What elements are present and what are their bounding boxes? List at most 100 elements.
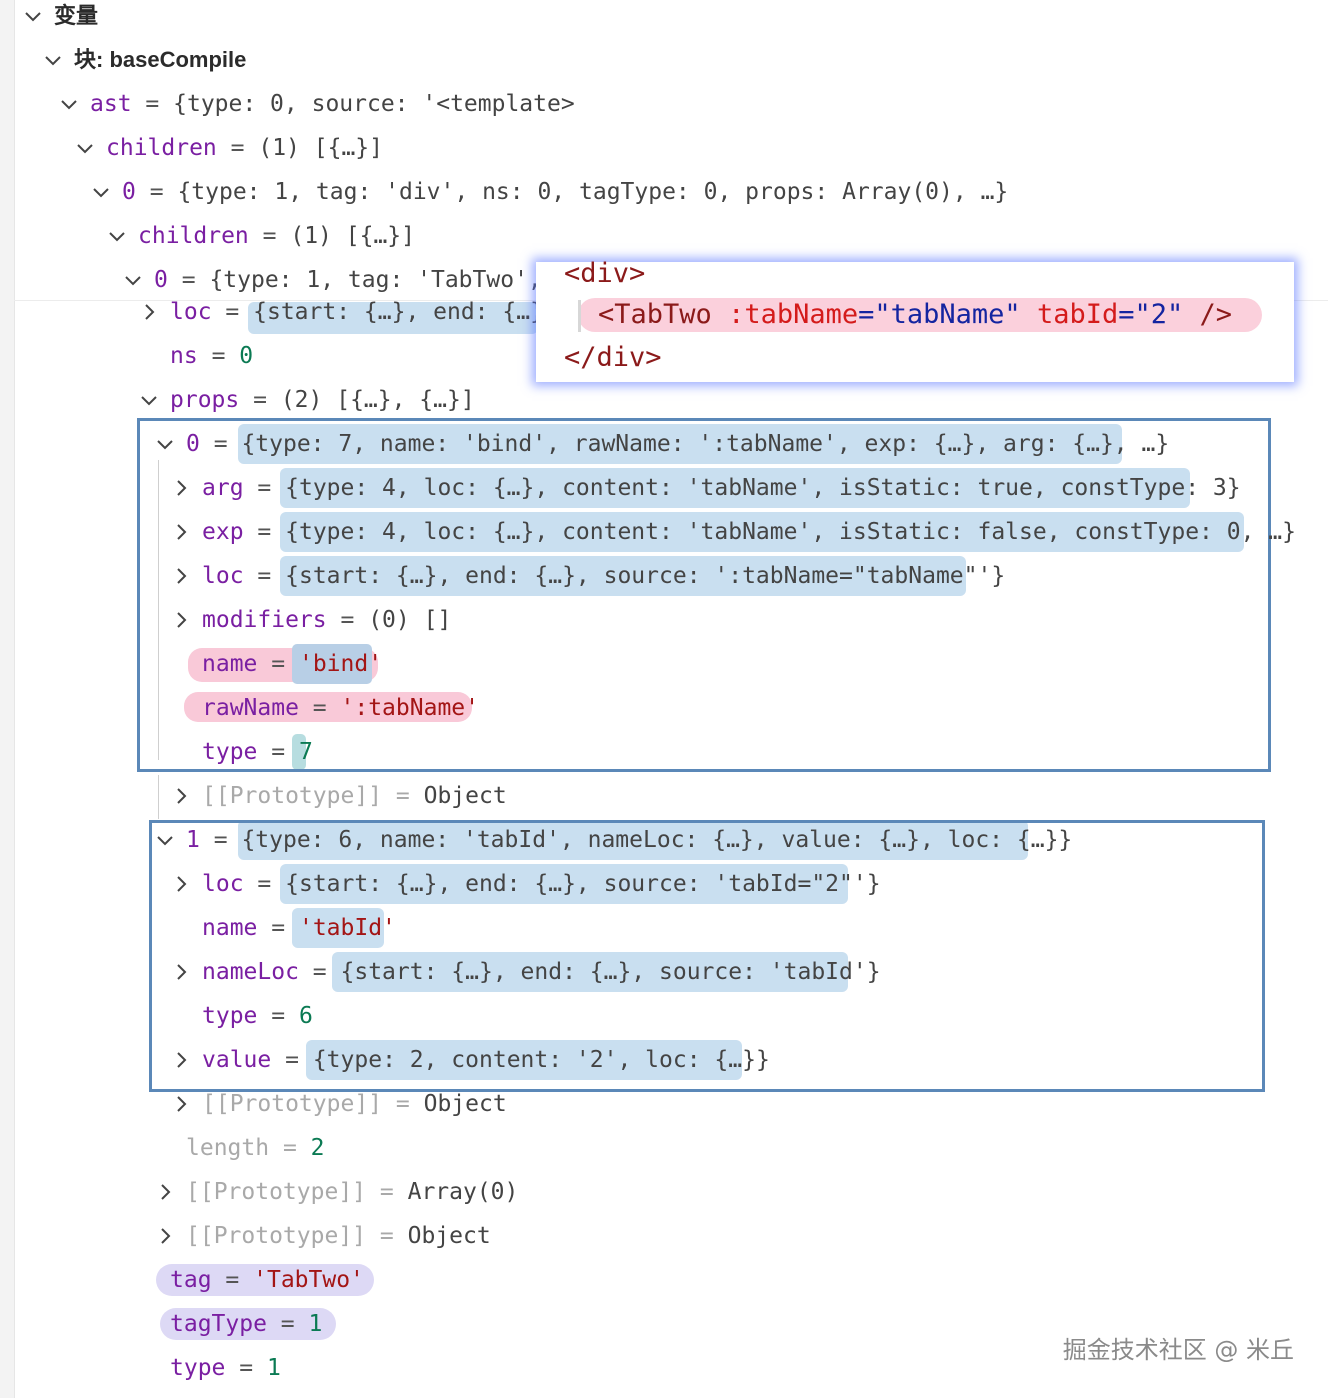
var-key: name xyxy=(202,651,258,677)
var-key: type xyxy=(202,1003,258,1029)
snippet-attr-value: "tabName" xyxy=(874,299,1021,330)
chevron-right-icon xyxy=(161,1184,171,1200)
snippet-attr-name: tabId xyxy=(1036,299,1119,330)
var-value: (1) [{…}] xyxy=(258,135,383,161)
var-key: tagType xyxy=(170,1311,267,1337)
chevron-right-icon xyxy=(177,480,187,496)
var-key: loc xyxy=(202,563,244,589)
var-value: {start: {…}, end: {…}, source: 'tabId'} xyxy=(340,959,881,985)
highlight xyxy=(280,864,848,904)
highlight xyxy=(332,952,848,992)
chevron-down-icon xyxy=(157,836,173,846)
panel-gutter xyxy=(0,0,15,1398)
var-value: {type: 1, tag: 'div', ns: 0, tagType: 0,… xyxy=(177,179,1009,205)
snippet-line-highlight xyxy=(578,298,1262,332)
var-value: {start: {…}, end: {…}, xyxy=(253,299,558,325)
var-value: 6 xyxy=(298,1003,313,1029)
var-key: exp xyxy=(202,519,244,545)
var-key: [[Prototype]] xyxy=(186,1223,367,1249)
var-key: 0 xyxy=(122,179,136,205)
highlight xyxy=(306,1040,742,1080)
chevron-right-icon xyxy=(145,304,155,320)
highlight xyxy=(292,908,384,948)
highlight xyxy=(160,1308,336,1340)
chevron-right-icon xyxy=(161,1228,171,1244)
chevron-right-icon xyxy=(177,876,187,892)
chevron-right-icon xyxy=(177,788,187,804)
highlight-box-prop0 xyxy=(137,418,1271,772)
snippet-attr-value: "2" xyxy=(1134,299,1184,330)
var-key: type xyxy=(202,739,258,765)
var-value: (0) [] xyxy=(368,607,452,633)
highlight xyxy=(292,644,372,684)
var-key: type xyxy=(170,1355,226,1381)
var-value: 1 xyxy=(266,1355,281,1381)
highlight-box-prop1 xyxy=(149,820,1265,1092)
highlight xyxy=(280,468,1190,508)
var-key: children xyxy=(106,135,217,161)
var-key: props xyxy=(170,387,240,413)
chevron-right-icon xyxy=(177,1096,187,1112)
var-value: Object xyxy=(423,783,507,809)
snippet-component-tag: <TabTwo xyxy=(598,299,712,330)
highlight xyxy=(156,1264,374,1296)
var-key: 1 xyxy=(186,827,200,853)
var-key: rawName xyxy=(202,695,299,721)
var-key: [[Prototype]] xyxy=(202,1091,383,1117)
watermark: 掘金技术社区 @ 米丘 xyxy=(1062,1336,1294,1364)
chevron-down-icon xyxy=(93,188,109,198)
snippet-attr-name: :tabName xyxy=(728,299,859,330)
var-value: {type: 6, name: 'tabId', nameLoc: {…}, v… xyxy=(241,827,1073,853)
var-value: 0 xyxy=(239,343,254,369)
var-key: ast xyxy=(90,91,132,117)
var-value: 1 xyxy=(308,1311,323,1337)
var-value: Object xyxy=(423,1091,507,1117)
highlight xyxy=(280,556,966,596)
snippet-component-line: <TabTwo :tabName="tabName" tabId="2" /> xyxy=(598,299,1232,330)
snippet-close-tag: </div> xyxy=(564,342,662,373)
var-value: 'tabId' xyxy=(298,915,396,941)
var-key: loc xyxy=(202,871,244,897)
chevron-right-icon xyxy=(177,568,187,584)
chevron-right-icon xyxy=(177,612,187,628)
highlight xyxy=(238,424,1122,464)
snippet-attr-eq: = xyxy=(858,299,875,330)
chevron-down-icon xyxy=(141,396,157,406)
chevron-down-icon xyxy=(25,12,41,22)
snippet-open-tag: <div> xyxy=(564,258,646,289)
var-value: {type: 7, name: 'bind', rawName: ':tabNa… xyxy=(241,431,1170,457)
var-value: {start: {…}, end: {…}, source: 'tabId="2… xyxy=(285,871,881,897)
var-key: 0 xyxy=(186,431,200,457)
var-key: value xyxy=(202,1047,272,1073)
chevron-down-icon xyxy=(109,232,125,242)
indent-guide xyxy=(158,460,159,760)
var-value: {type: 1, tag: 'TabTwo', xyxy=(209,267,542,293)
var-value: (1) [{…}] xyxy=(290,223,415,249)
var-key: ns xyxy=(170,343,198,369)
var-key: [[Prototype]] xyxy=(186,1179,367,1205)
indent-guide xyxy=(158,775,159,819)
var-value: {type: 4, loc: {…}, content: 'tabName', … xyxy=(285,519,1296,545)
var-value: Object xyxy=(407,1223,491,1249)
var-key: name xyxy=(202,915,258,941)
var-key: children xyxy=(138,223,249,249)
var-value: {type: 4, loc: {…}, content: 'tabName', … xyxy=(285,475,1241,501)
snippet-gutter-bar xyxy=(578,300,581,332)
chevron-down-icon xyxy=(77,144,93,154)
var-key: length xyxy=(186,1135,270,1161)
highlight xyxy=(292,734,306,770)
var-key: loc xyxy=(170,299,212,325)
var-value: {start: {…}, end: {…}, source: ':tabName… xyxy=(285,563,1006,589)
var-key: [[Prototype]] xyxy=(202,783,383,809)
block-scope-label: 块: baseCompile xyxy=(74,47,247,72)
chevron-down-icon xyxy=(61,100,77,110)
snippet-self-close: /> xyxy=(1199,299,1233,330)
var-key: nameLoc xyxy=(202,959,299,985)
var-value: Array(0) xyxy=(407,1179,519,1205)
highlight xyxy=(184,692,472,722)
chevron-down-icon xyxy=(125,276,141,286)
var-value: ':tabName' xyxy=(340,695,479,721)
var-value: 2 xyxy=(310,1135,325,1161)
var-value: (2) [{…}, {…}] xyxy=(280,387,475,413)
